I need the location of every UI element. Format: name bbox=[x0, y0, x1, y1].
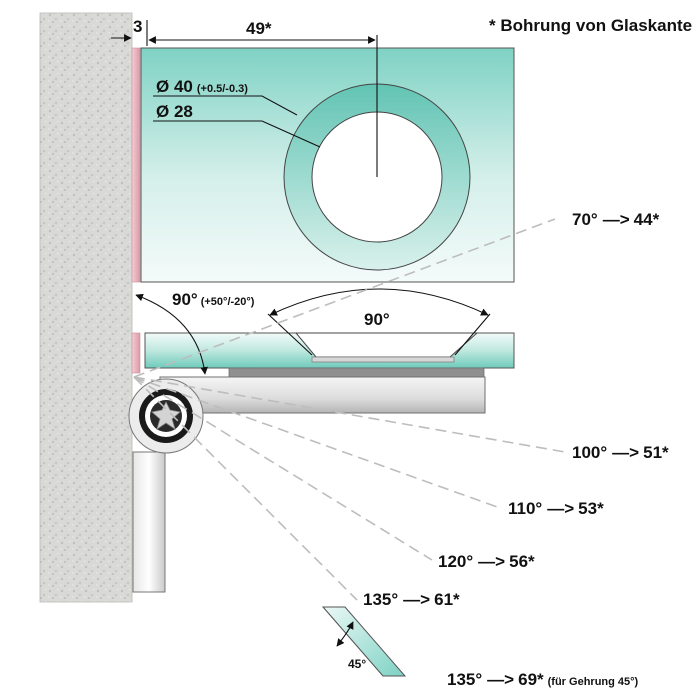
pin-housing bbox=[132, 451, 166, 593]
outer-diameter-label: Ø 40(+0.5/-0.3) bbox=[156, 77, 248, 96]
outer-diameter-leader bbox=[153, 95, 298, 116]
miter-angle-arc bbox=[336, 621, 354, 647]
miter-angle-label: 45° bbox=[348, 657, 366, 671]
opening-label-70: 70°—>44* bbox=[572, 210, 660, 229]
inner-diameter-leader bbox=[153, 120, 321, 148]
fitting-angle-arc bbox=[269, 288, 489, 316]
wall bbox=[40, 13, 132, 602]
ray-100 bbox=[133, 376, 566, 453]
clamp-plate bbox=[228, 367, 485, 378]
gasket-lower bbox=[131, 332, 141, 374]
ray-70 bbox=[133, 218, 556, 378]
gasket-upper bbox=[131, 47, 141, 283]
hinge-body bbox=[159, 376, 486, 414]
inner-diameter-label: Ø 28 bbox=[156, 102, 193, 121]
opening-label-110: 110°—>53* bbox=[508, 499, 604, 518]
fitting-angle-label: 90° bbox=[364, 310, 390, 329]
countersink-fitting bbox=[294, 332, 479, 358]
opening-label-135-miter: 135°—>69*(für Gehrung 45°) bbox=[447, 670, 639, 689]
fitting-angle-leg-left bbox=[267, 313, 313, 356]
wall-outline bbox=[39, 12, 133, 603]
drill-note: * Bohrung von Glaskante bbox=[489, 16, 692, 35]
ray-135 bbox=[133, 376, 358, 601]
opening-label-135: 135°—>61* bbox=[363, 590, 460, 609]
ray-110 bbox=[133, 376, 501, 509]
dim-hole-offset: 49* bbox=[246, 19, 272, 38]
fitting-angle-leg-right bbox=[454, 313, 491, 356]
torx-icon bbox=[151, 401, 181, 430]
ray-120 bbox=[133, 376, 433, 561]
dim-gap: 3 bbox=[133, 17, 142, 36]
hinge-angle-label: 90°(+50°/-20°) bbox=[172, 290, 255, 309]
opening-label-120: 120°—>56* bbox=[438, 552, 535, 571]
hinge-angle-arc bbox=[135, 293, 208, 375]
fitting-base bbox=[311, 356, 455, 363]
opening-label-100: 100°—>51* bbox=[572, 443, 669, 462]
